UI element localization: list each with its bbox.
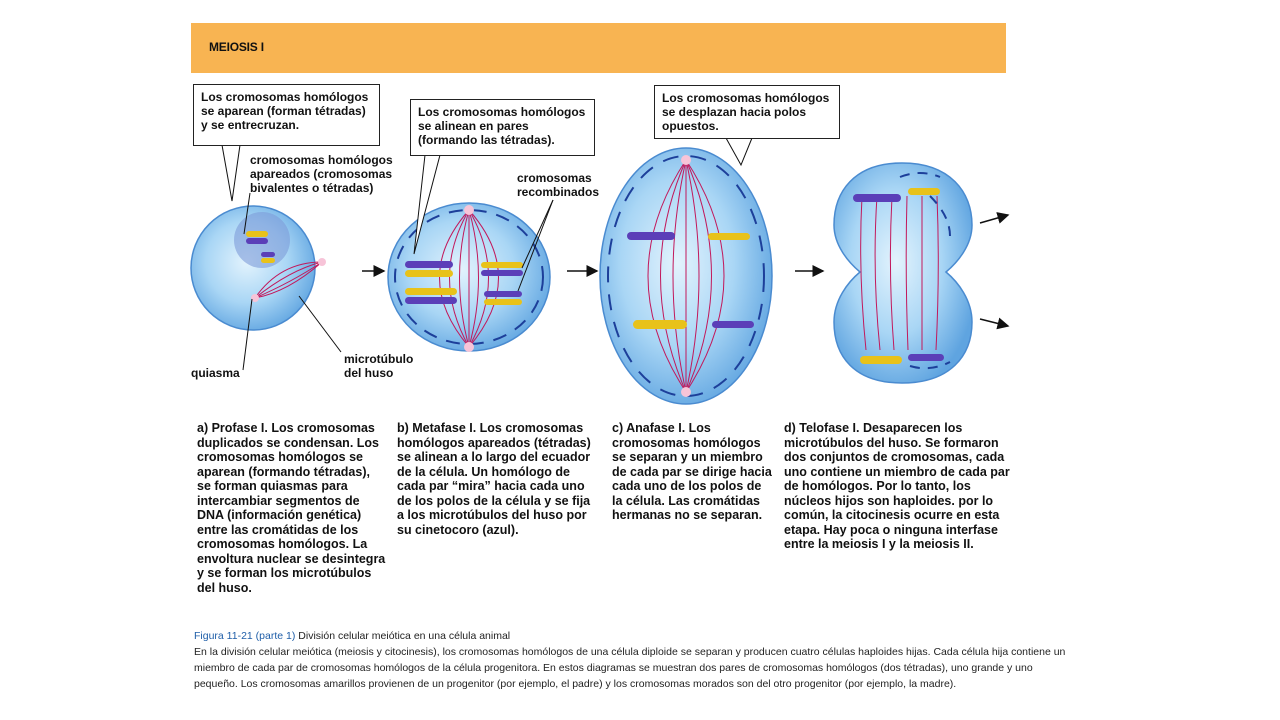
description-anaphase-title: c) Anafase I. — [612, 421, 685, 435]
caption-title: División celular meiótica en una célula … — [295, 630, 510, 642]
label-paired-homologs: cromosomas homólogos apareados (cromosom… — [250, 153, 410, 195]
cell-metaphase — [388, 203, 550, 352]
description-telophase-text: Desaparecen los microtúbulos del huso. S… — [784, 421, 1010, 551]
description-anaphase-text: Los cromosomas homólogos se separan y un… — [612, 421, 772, 522]
cell-anaphase — [600, 148, 772, 404]
description-metaphase-text: Los cromosomas homólogos apareados (tétr… — [397, 421, 591, 537]
caption-body: En la división celular meiótica (meiosis… — [194, 644, 1074, 692]
description-telophase: d) Telofase I. Desaparecen los microtúbu… — [784, 421, 1014, 552]
callout-metaphase: Los cromosomas homólogos se alinean en p… — [410, 99, 595, 156]
description-prophase-text: Los cromosomas duplicados se condensan. … — [197, 421, 385, 595]
label-spindle-microtubule: microtúbulo del huso — [344, 352, 424, 380]
callout-anaphase: Los cromosomas homólogos se desplazan ha… — [654, 85, 840, 139]
caption-heading: Figura 11-21 (parte 1) División celular … — [194, 628, 1074, 644]
label-chiasma: quiasma — [191, 366, 240, 380]
description-prophase-title: a) Profase I. — [197, 421, 268, 435]
figure-caption: Figura 11-21 (parte 1) División celular … — [194, 628, 1074, 692]
label-recombined: cromosomas recombinados — [517, 171, 607, 199]
caption-figure-number: Figura 11-21 (parte 1) — [194, 630, 295, 642]
cell-telophase — [834, 163, 972, 383]
description-metaphase: b) Metafase I. Los cromosomas homólogos … — [397, 421, 592, 537]
description-anaphase: c) Anafase I. Los cromosomas homólogos s… — [612, 421, 772, 523]
description-prophase: a) Profase I. Los cromosomas duplicados … — [197, 421, 387, 595]
callout-prophase: Los cromosomas homólogos se aparean (for… — [193, 84, 380, 146]
description-telophase-title: d) Telofase I. — [784, 421, 859, 435]
description-metaphase-title: b) Metafase I. — [397, 421, 476, 435]
cell-prophase — [191, 206, 326, 330]
